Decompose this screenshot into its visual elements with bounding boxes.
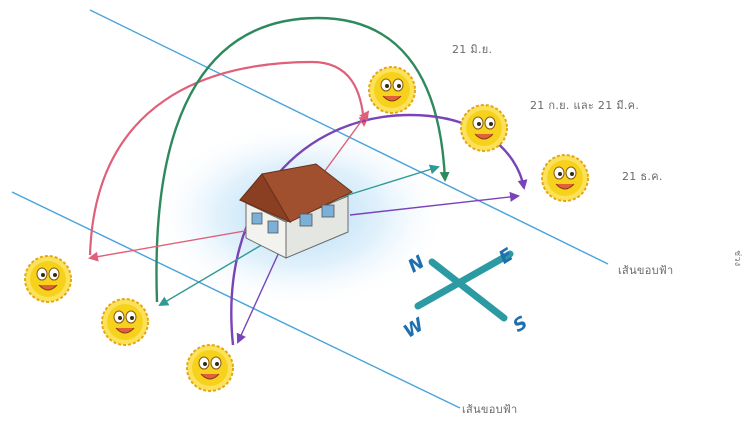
ray-to-sun-december [349,191,520,216]
sun-icon-december-set [186,344,234,392]
ray-to-sun-december-set [236,249,281,344]
compass-cross [414,250,514,322]
sun-icon-june [368,66,416,114]
horizon-line-lower [11,191,461,409]
label-june-21: 21 มิ.ย. [452,43,493,56]
ray-to-sun-equinox-set [158,239,271,307]
label-december-21: 21 ธ.ค. [622,170,663,183]
sun-icon-december [541,154,589,202]
label-horizon-lower: เส้นขอบฟ้า [462,403,518,416]
sun-path-december [230,113,528,346]
sun-icon-june-set [24,255,72,303]
sun-path-equinox [155,16,450,303]
label-side-text: ช่วง [732,250,742,267]
sun-icon-equinox [460,104,508,152]
sun-path-june [88,60,369,256]
label-equinox: 21 ก.ย. และ 21 มี.ค. [530,99,640,112]
house-icon [239,163,353,259]
ray-to-sun-june-set [88,227,263,262]
sun-icon-equinox-set [101,298,149,346]
label-horizon-upper: เส้นขอบฟ้า [618,264,674,277]
